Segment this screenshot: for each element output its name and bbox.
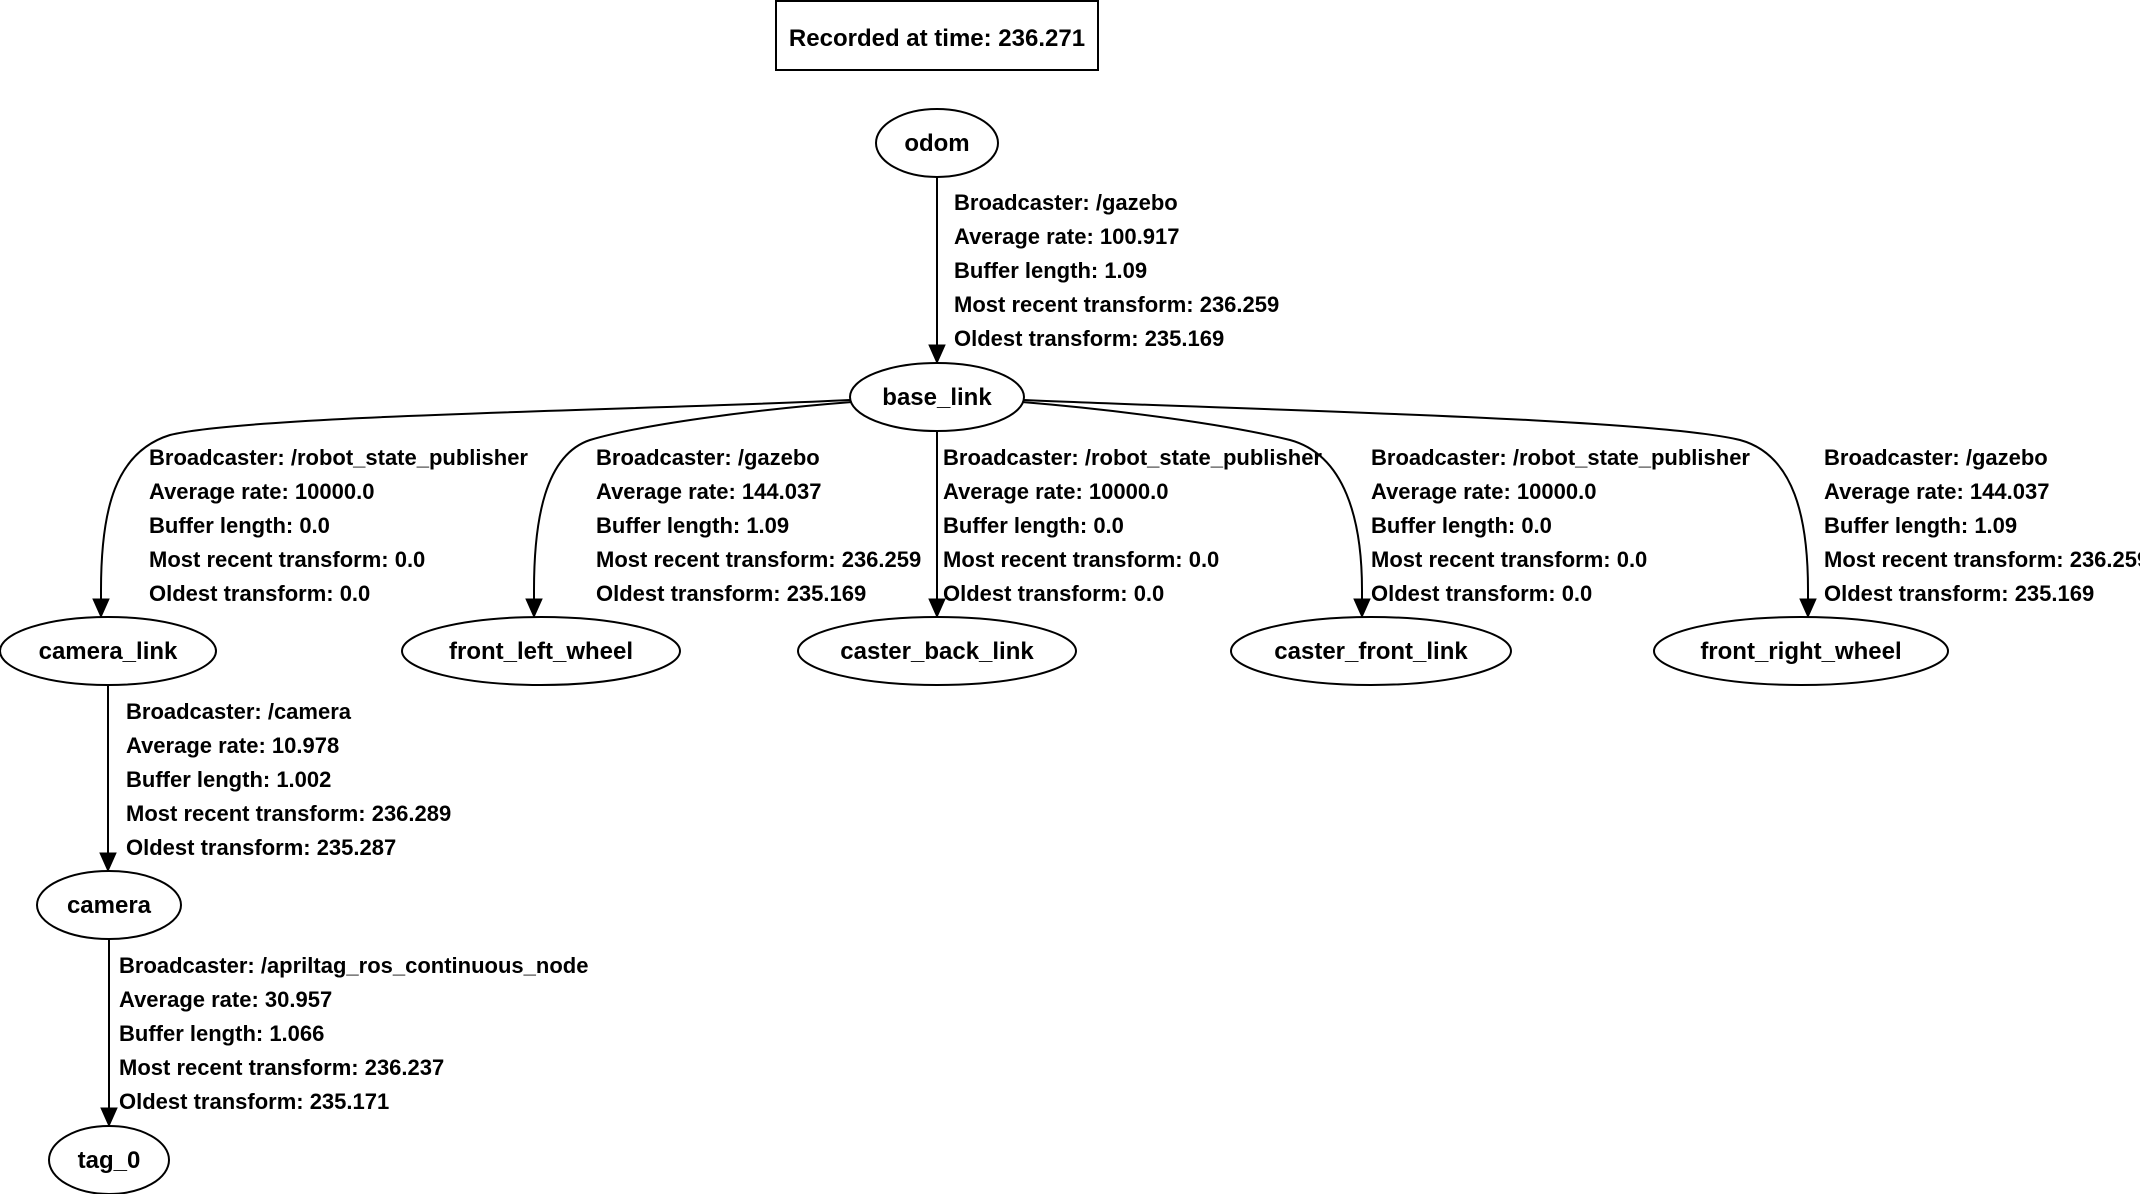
edge-base_link-to-camera_link: Broadcaster: /robot_state_publisherAvera…: [92, 399, 851, 619]
edge-label-line: Broadcaster: /camera: [126, 699, 352, 724]
edge-label-line: Broadcaster: /gazebo: [1824, 445, 2048, 470]
title-box: Recorded at time: 236.271: [775, 0, 1099, 71]
arrowhead-icon: [928, 344, 946, 365]
edge-label-line: Most recent transform: 236.259: [954, 292, 1279, 317]
arrowhead-icon: [928, 598, 946, 619]
edge-label-line: Oldest transform: 0.0: [149, 581, 370, 606]
edge-label-line: Average rate: 144.037: [596, 479, 821, 504]
arrowhead-icon: [99, 852, 117, 873]
node-tag_0: tag_0: [48, 1125, 170, 1194]
node-caster_back_link: caster_back_link: [797, 616, 1077, 686]
node-ellipse: [48, 1125, 170, 1194]
edge-label-line: Broadcaster: /gazebo: [954, 190, 1178, 215]
edge-line: [1023, 399, 1809, 600]
node-label: camera: [67, 892, 152, 919]
node-front_left_wheel: front_left_wheel: [401, 616, 681, 686]
edge-label-line: Average rate: 100.917: [954, 224, 1179, 249]
edge-label-line: Average rate: 10000.0: [1371, 479, 1596, 504]
edge-label-line: Broadcaster: /robot_state_publisher: [1371, 445, 1750, 470]
nodes-layer: odom base_link camera_link front_left_wheel…: [0, 108, 1949, 1194]
node-base_link: base_link: [849, 362, 1025, 432]
edge-label-line: Oldest transform: 235.287: [126, 835, 396, 860]
edge-label-line: Buffer length: 0.0: [1371, 513, 1552, 538]
edge-label-line: Average rate: 10000.0: [943, 479, 1168, 504]
node-label: tag_0: [78, 1147, 141, 1174]
edge-line: [533, 401, 853, 600]
edge-label-line: Oldest transform: 0.0: [1371, 581, 1592, 606]
node-ellipse: [1653, 616, 1949, 686]
node-label: caster_front_link: [1274, 638, 1468, 665]
arrowhead-icon: [525, 598, 543, 619]
node-camera_link: camera_link: [0, 616, 217, 686]
node-label: caster_back_link: [840, 638, 1034, 665]
edge-camera-to-tag_0: Broadcaster: /apriltag_ros_continuous_no…: [100, 939, 588, 1128]
node-ellipse: [401, 616, 681, 686]
edge-label-line: Most recent transform: 236.237: [119, 1055, 444, 1080]
edge-label-line: Buffer length: 1.09: [596, 513, 789, 538]
edge-label-line: Oldest transform: 235.169: [596, 581, 866, 606]
edge-line: [100, 399, 851, 600]
edge-label-line: Most recent transform: 0.0: [149, 547, 425, 572]
edge-label-line: Broadcaster: /robot_state_publisher: [149, 445, 528, 470]
edge-label-line: Average rate: 144.037: [1824, 479, 2049, 504]
edge-label-line: Average rate: 30.957: [119, 987, 332, 1012]
node-label: base_link: [882, 384, 992, 411]
node-ellipse: [0, 616, 217, 686]
edge-base_link-to-caster_back_link: Broadcaster: /robot_state_publisherAvera…: [928, 431, 1322, 619]
node-ellipse: [849, 362, 1025, 432]
edge-label-line: Buffer length: 0.0: [943, 513, 1124, 538]
edge-label-line: Buffer length: 1.09: [954, 258, 1147, 283]
node-camera: camera: [36, 870, 182, 940]
edge-base_link-to-caster_front_link: Broadcaster: /robot_state_publisherAvera…: [1021, 401, 1750, 619]
edge-label-line: Buffer length: 1.002: [126, 767, 331, 792]
edge-label-line: Oldest transform: 235.169: [954, 326, 1224, 351]
node-ellipse: [36, 870, 182, 940]
edge-label-line: Broadcaster: /robot_state_publisher: [943, 445, 1322, 470]
node-ellipse: [797, 616, 1077, 686]
edge-label-line: Most recent transform: 0.0: [1371, 547, 1647, 572]
edge-label-line: Buffer length: 1.066: [119, 1021, 324, 1046]
edge-label-line: Buffer length: 0.0: [149, 513, 330, 538]
node-front_right_wheel: front_right_wheel: [1653, 616, 1949, 686]
edge-label-line: Most recent transform: 236.259: [1824, 547, 2140, 572]
edge-label-line: Broadcaster: /gazebo: [596, 445, 820, 470]
edge-label-line: Broadcaster: /apriltag_ros_continuous_no…: [119, 953, 588, 978]
edge-line: [1021, 401, 1363, 600]
edge-label-line: Most recent transform: 236.289: [126, 801, 451, 826]
node-label: odom: [904, 130, 969, 157]
node-odom: odom: [875, 108, 999, 178]
node-label: front_left_wheel: [449, 638, 633, 665]
arrowhead-icon: [92, 598, 110, 619]
edge-label-line: Average rate: 10.978: [126, 733, 339, 758]
edge-label-line: Most recent transform: 0.0: [943, 547, 1219, 572]
node-label: front_right_wheel: [1700, 638, 1901, 665]
edge-label-line: Average rate: 10000.0: [149, 479, 374, 504]
edge-label-line: Oldest transform: 235.171: [119, 1089, 389, 1114]
arrowhead-icon: [1353, 598, 1371, 619]
arrowhead-icon: [100, 1107, 118, 1128]
edge-label-line: Oldest transform: 0.0: [943, 581, 1164, 606]
node-caster_front_link: caster_front_link: [1230, 616, 1512, 686]
node-label: camera_link: [39, 638, 178, 665]
edge-label-line: Most recent transform: 236.259: [596, 547, 921, 572]
edge-label-line: Oldest transform: 235.169: [1824, 581, 2094, 606]
edge-label-line: Buffer length: 1.09: [1824, 513, 2017, 538]
node-ellipse: [875, 108, 999, 178]
recorded-time-title: Recorded at time: 236.271: [789, 25, 1085, 52]
arrowhead-icon: [1799, 598, 1817, 619]
node-ellipse: [1230, 616, 1512, 686]
